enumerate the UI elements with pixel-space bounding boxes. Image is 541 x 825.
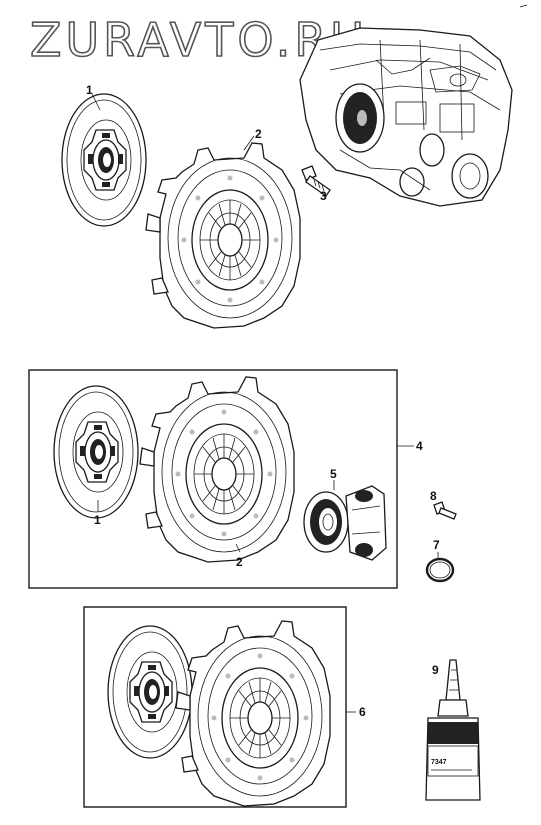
callout-part-1: 1 — [86, 83, 93, 97]
callout-part-2: 2 — [255, 127, 262, 141]
callout-part-7: 7 — [433, 538, 440, 552]
callout-part-3: 3 — [320, 189, 327, 203]
kit-4-box — [28, 369, 398, 589]
callout-part-9: 9 — [432, 663, 439, 677]
pressure-plate-kit-4 — [139, 376, 295, 563]
leader-line — [91, 93, 101, 111]
pressure-plate-kit-6 — [175, 620, 331, 807]
corner-mark — [519, 4, 528, 8]
callout-kit-4: 4 — [416, 439, 423, 453]
bolt-part-3 — [301, 165, 331, 197]
callout-part-1-kit: 1 — [94, 513, 101, 527]
sealant-label: 7347 — [431, 759, 447, 766]
sealant-bottle-part-9: 7347 — [425, 659, 481, 801]
release-bearing-part-5 — [303, 485, 387, 561]
callout-kit-6: 6 — [359, 705, 366, 719]
callout-part-2-kit: 2 — [236, 555, 243, 569]
callout-part-8: 8 — [430, 489, 437, 503]
kit-6-box — [83, 606, 347, 808]
engine-illustration — [299, 27, 513, 207]
watermark-text: ZURAVTO.RU — [30, 13, 368, 67]
clutch-disc-kit-4 — [53, 385, 139, 519]
leader-line — [235, 543, 241, 553]
bolt-part-8 — [433, 501, 457, 520]
o-ring-part-7 — [425, 557, 455, 583]
clutch-disc-part-1 — [61, 93, 147, 227]
pressure-plate-part-2 — [145, 142, 301, 329]
leader-line — [243, 135, 255, 151]
callout-part-5: 5 — [330, 467, 337, 481]
